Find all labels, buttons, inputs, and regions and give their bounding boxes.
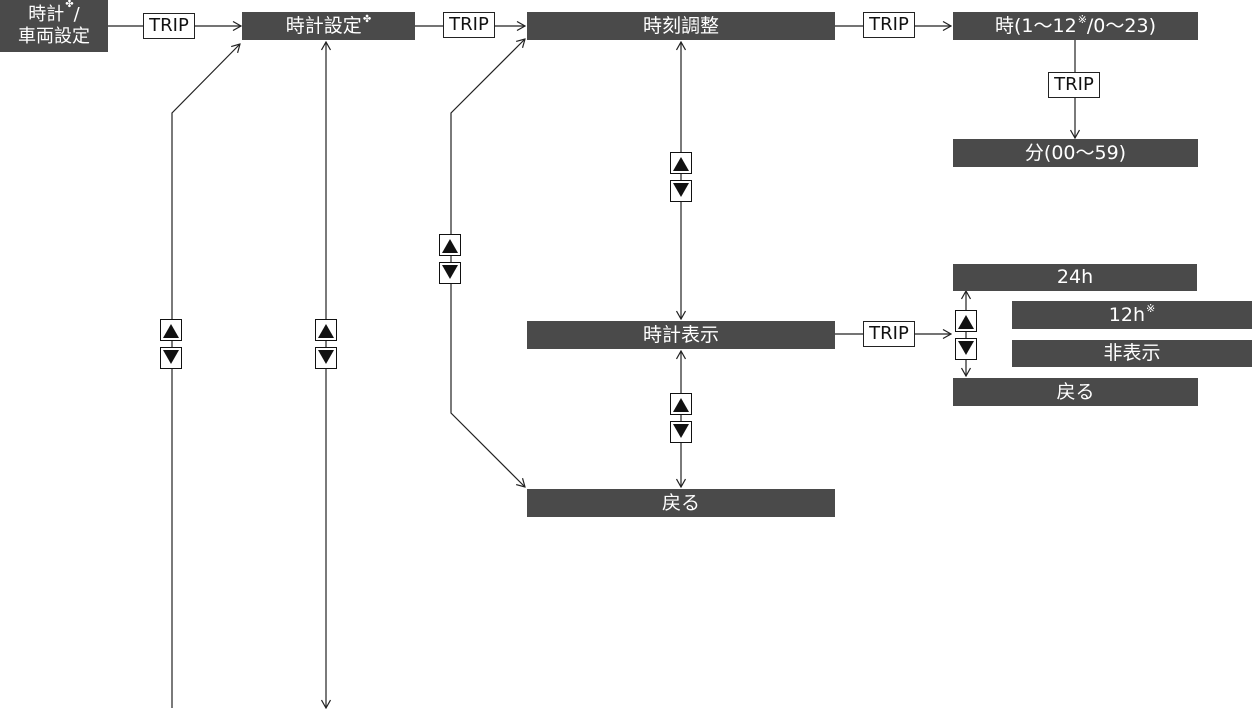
minute-label: 分(00～59)	[1024, 141, 1127, 164]
clock-settings-label: 時計設定	[285, 14, 362, 37]
clock-settings-star: ✤	[362, 14, 372, 25]
down-triangle-icon[interactable]	[955, 338, 977, 360]
down-triangle-icon[interactable]	[439, 262, 461, 284]
down-triangle-icon[interactable]	[315, 347, 337, 369]
h24-box[interactable]: 24h	[953, 264, 1197, 291]
hour-box[interactable]: 時(1～12※/0～23)	[953, 12, 1198, 40]
clock-display-label: 時計表示	[642, 323, 719, 346]
time-adjust-label: 時刻調整	[642, 14, 719, 37]
trip-label-4: TRIP	[1048, 72, 1100, 98]
down-triangle-icon[interactable]	[670, 421, 692, 443]
up-triangle-icon[interactable]	[439, 234, 461, 256]
root-slash: /	[73, 4, 80, 26]
down-triangle-icon[interactable]	[160, 347, 182, 369]
trip-label-5: TRIP	[863, 321, 915, 347]
back-box-2[interactable]: 戻る	[953, 378, 1198, 406]
root-label-vehicle: 車両設定	[18, 26, 90, 47]
trip-label-2: TRIP	[443, 12, 495, 38]
hidden-box[interactable]: 非表示	[1012, 340, 1252, 367]
down-triangle-icon[interactable]	[670, 180, 692, 202]
up-triangle-icon[interactable]	[955, 310, 977, 332]
time-adjust-box[interactable]: 時刻調整	[527, 12, 835, 40]
hour-label-b: /0～23)	[1086, 14, 1156, 37]
trip-label-1: TRIP	[143, 13, 195, 39]
back-label-1: 戻る	[661, 491, 700, 514]
h24-label: 24h	[1056, 266, 1094, 288]
up-triangle-icon[interactable]	[670, 393, 692, 415]
up-triangle-icon[interactable]	[315, 319, 337, 341]
hidden-label: 非表示	[1103, 342, 1161, 364]
h12-label: 12h	[1108, 303, 1145, 326]
back-box-1[interactable]: 戻る	[527, 489, 835, 517]
minute-box[interactable]: 分(00～59)	[953, 139, 1198, 167]
up-triangle-icon[interactable]	[160, 319, 182, 341]
trip-label-3: TRIP	[863, 12, 915, 38]
clock-display-box[interactable]: 時計表示	[527, 321, 835, 349]
h12-box[interactable]: 12h※	[1012, 301, 1252, 329]
root-menu-box[interactable]: 時計✤/ 車両設定	[0, 0, 108, 52]
back-label-2: 戻る	[1056, 380, 1095, 403]
up-triangle-icon[interactable]	[670, 152, 692, 174]
root-label-clock: 時計	[28, 4, 65, 26]
root-star-mark: ✤	[65, 0, 74, 11]
h12-note-mark: ※	[1146, 301, 1156, 315]
hour-label-a: 時(1～12	[995, 14, 1077, 37]
hour-note-mark: ※	[1077, 12, 1087, 26]
clock-settings-box[interactable]: 時計設定✤	[242, 12, 415, 40]
